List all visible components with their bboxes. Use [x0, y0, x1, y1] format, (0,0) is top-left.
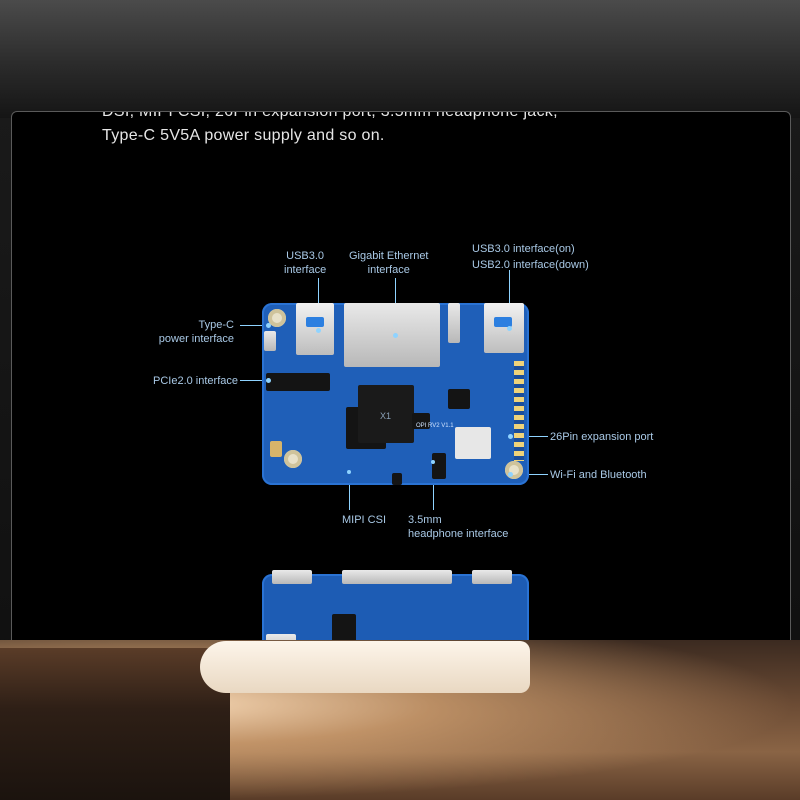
board-silkscreen: OPI RV2 V1.1	[416, 423, 454, 429]
callout-dot	[347, 470, 351, 474]
antenna-connector	[448, 303, 460, 343]
small-chip	[412, 413, 430, 429]
callout-26pin	[510, 436, 548, 437]
callout-dot	[431, 460, 435, 464]
label-usb-on-down: USB3.0 interface(on)USB2.0 interface(dow…	[472, 243, 589, 271]
callout-headphone	[433, 462, 434, 510]
callout-usb-on-down	[509, 270, 510, 328]
callout-dot	[508, 434, 513, 439]
label-wifi-bluetooth: Wi-Fi and Bluetooth	[550, 469, 647, 481]
label-26pin: 26Pin expansion port	[550, 431, 654, 443]
reflective-plate	[200, 641, 530, 693]
mount-hole	[284, 450, 302, 468]
callout-dot	[316, 328, 321, 333]
mount-hole	[505, 461, 523, 479]
callout-mipi	[349, 472, 350, 510]
callout-dot	[266, 323, 271, 328]
intro-line-1: DSI, MIPI CSI, 26Pin expansion port, 3.5…	[102, 111, 558, 120]
ethernet-jack	[344, 303, 440, 367]
usb-stack-port	[484, 303, 524, 353]
sd-slot	[270, 441, 282, 457]
board-top-view: X1 OPI RV2 V1.1	[262, 303, 529, 485]
headphone-jack	[432, 453, 446, 479]
callout-dot	[266, 378, 271, 383]
display-screen: DSI, MIPI CSI, 26Pin expansion port, 3.5…	[11, 111, 791, 713]
mount-hole	[268, 309, 286, 327]
usb-underside	[472, 570, 512, 584]
label-mipi-csi: MIPI CSI	[342, 514, 387, 526]
underside-chip	[332, 614, 356, 642]
wifi-module	[455, 427, 491, 459]
soc-label: X1	[380, 411, 392, 421]
callout-dot	[508, 472, 513, 477]
pcie-slot	[266, 373, 330, 391]
typec-port	[264, 331, 276, 351]
monitor-top-frame	[0, 0, 800, 118]
background-shadow	[0, 648, 230, 800]
callout-pcie	[240, 380, 268, 381]
usb3-port-inner	[306, 317, 324, 327]
usb3-port	[296, 303, 334, 355]
callout-dot	[393, 333, 398, 338]
label-pcie: PCIe2.0 interface	[153, 375, 238, 387]
callout-dot	[507, 326, 512, 331]
mipi-csi-connector	[392, 473, 402, 485]
soc-chip: X1	[358, 385, 414, 443]
ethernet-underside	[342, 570, 452, 584]
intro-line-2: Type-C 5V5A power supply and so on.	[102, 127, 385, 144]
usb-stack-port-inner	[494, 317, 512, 327]
intro-text: DSI, MIPI CSI, 26Pin expansion port, 3.5…	[102, 111, 722, 148]
pin-header-26	[514, 361, 524, 461]
callout-wifi	[510, 474, 548, 475]
power-ic	[448, 389, 470, 409]
usb-underside	[272, 570, 312, 584]
callout-typec	[240, 325, 268, 326]
